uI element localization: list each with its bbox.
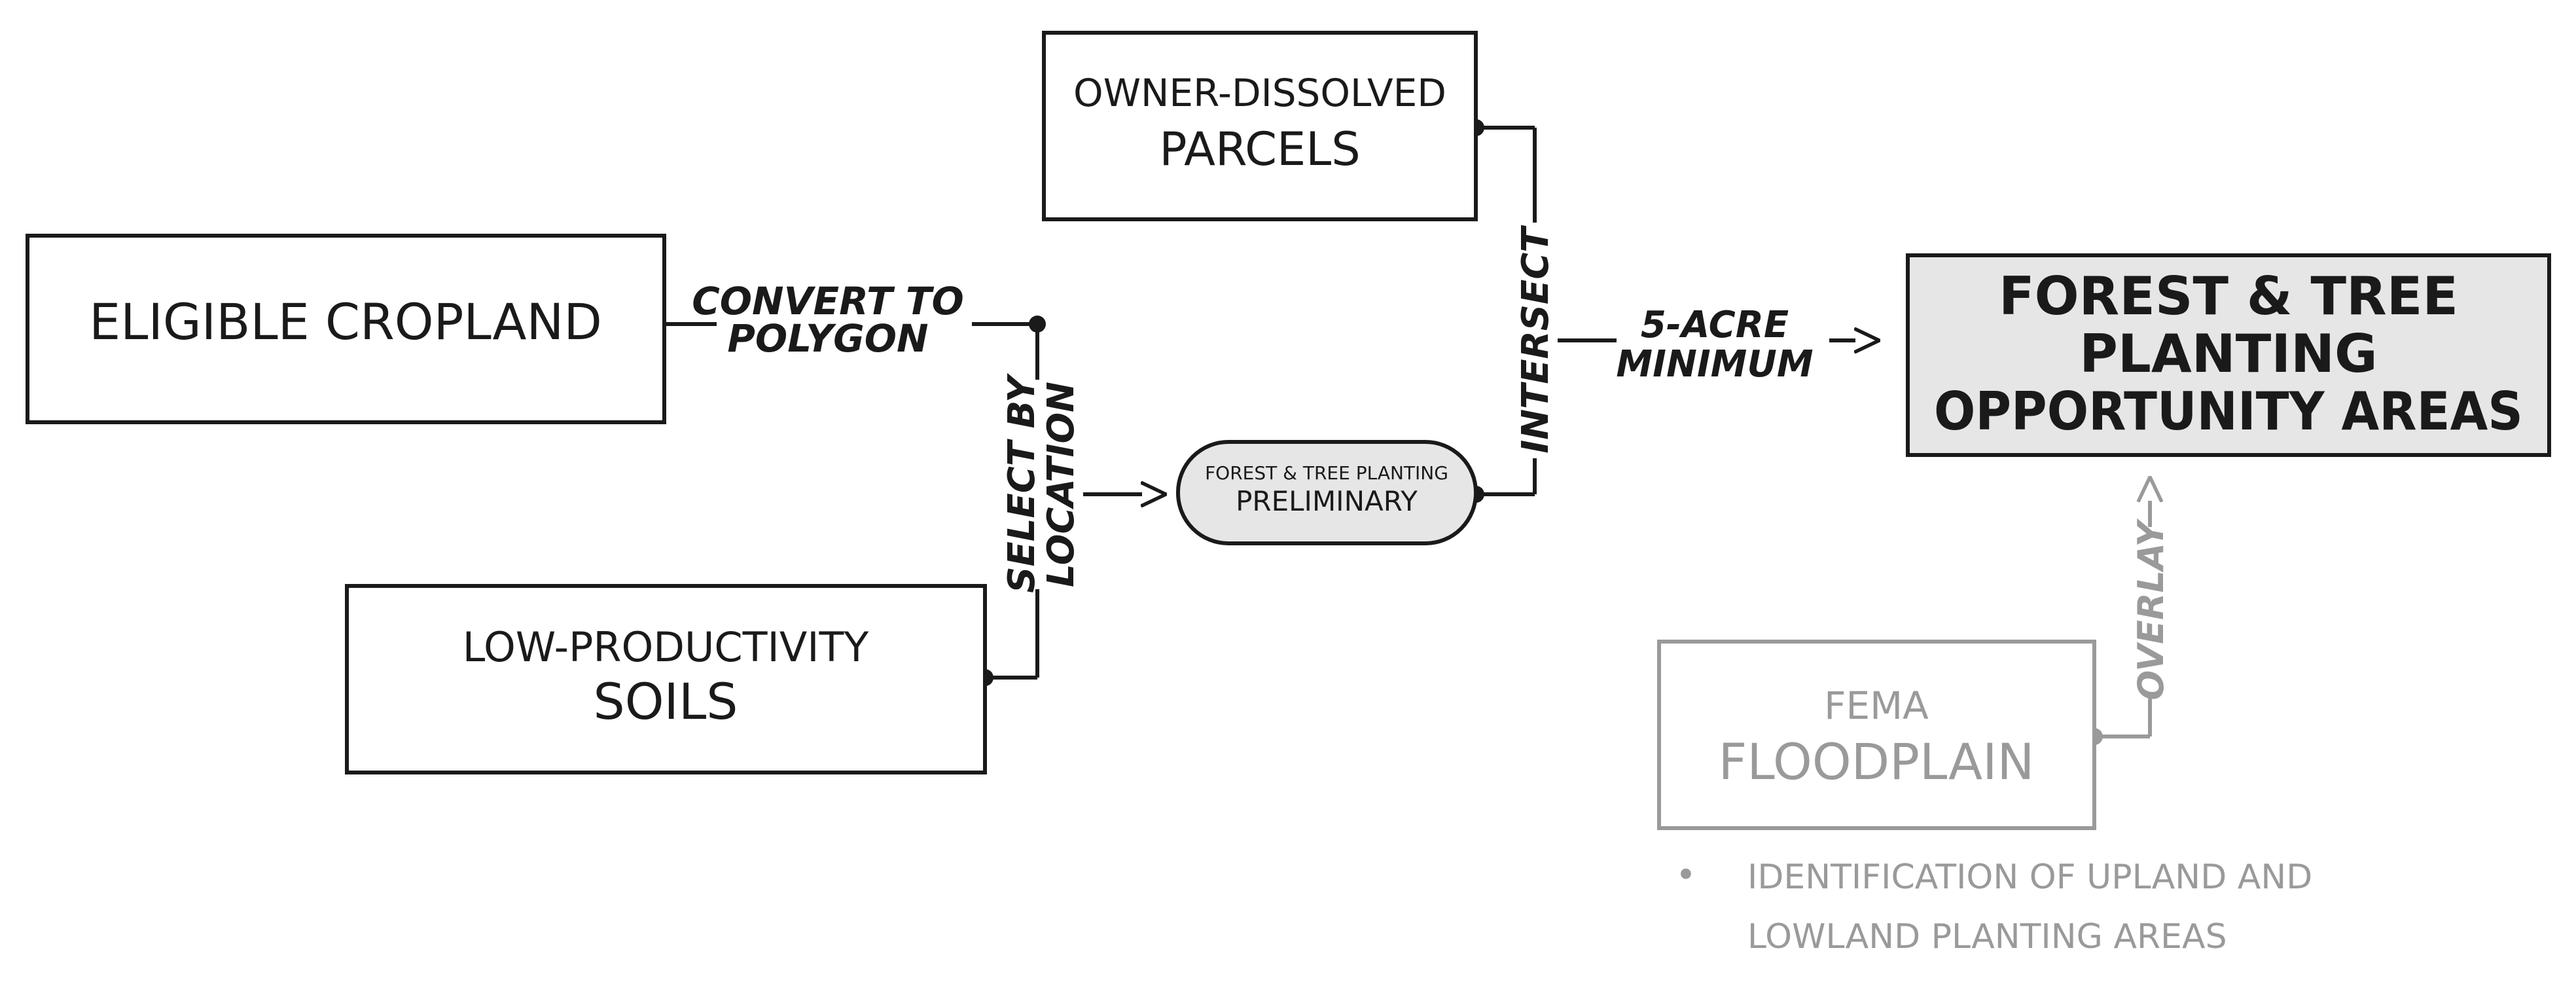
node-output: FOREST & TREE PLANTING OPPORTUNITY AREAS: [1906, 253, 2551, 457]
soils-label-line1: LOW-PRODUCTIVITY: [463, 623, 869, 671]
node-fema-floodplain: FEMA FLOODPLAIN: [1657, 640, 2096, 830]
node-eligible-cropland: ELIGIBLE CROPLAND: [26, 234, 666, 424]
preliminary-label-line2: PRELIMINARY: [1236, 485, 1418, 517]
preliminary-label-line1: FOREST & TREE PLANTING: [1205, 462, 1448, 484]
note-line2: LOWLAND PLANTING AREAS: [1747, 917, 2227, 956]
junction-dot: [1029, 316, 1046, 333]
output-label-line3: OPPORTUNITY AREAS: [1934, 381, 2523, 442]
operation-convert: CONVERT TO POLYGON: [692, 279, 964, 361]
note-line1: IDENTIFICATION OF UPLAND AND: [1747, 858, 2312, 897]
intersect-label: INTERSECT: [1514, 225, 1557, 454]
select-label-line2: LOCATION: [1040, 382, 1082, 587]
soils-label-line2: SOILS: [593, 672, 738, 731]
select-label-line1: SELECT BY: [1001, 373, 1043, 593]
notes: • IDENTIFICATION OF UPLAND AND LOWLAND P…: [1675, 854, 2312, 956]
operation-minimum: 5-ACRE MINIMUM: [1616, 304, 1813, 386]
operation-overlay: OVERLAY: [2130, 518, 2172, 700]
fema-label-line1: FEMA: [1824, 683, 1929, 728]
output-label-line2: PLANTING: [2079, 323, 2377, 384]
parcels-label-line2: PARCELS: [1159, 122, 1360, 176]
convert-label-line2: POLYGON: [727, 316, 928, 361]
output-label-line1: FOREST & TREE: [1999, 266, 2458, 327]
minimum-label-line1: 5-ACRE: [1641, 304, 1789, 346]
overlay-connectors: [2094, 501, 2150, 738]
parcels-label-line1: OWNER-DISSOLVED: [1073, 71, 1446, 115]
node-low-productivity-soils: LOW-PRODUCTIVITY SOILS: [345, 584, 987, 774]
convert-label-line1: CONVERT TO: [692, 279, 964, 323]
note-bullet: •: [1675, 854, 1696, 896]
operation-select-by-location: SELECT BY LOCATION: [1001, 373, 1082, 593]
operation-intersect: INTERSECT: [1514, 225, 1557, 454]
eligible-cropland-label: ELIGIBLE CROPLAND: [89, 293, 602, 351]
connectors: [664, 126, 1855, 680]
node-preliminary: FOREST & TREE PLANTING PRELIMINARY: [1176, 440, 1478, 545]
overlay-label: OVERLAY: [2130, 518, 2172, 700]
node-owner-dissolved-parcels: OWNER-DISSOLVED PARCELS: [1042, 31, 1478, 221]
fema-label-line2: FLOODPLAIN: [1719, 733, 2035, 791]
minimum-label-line2: MINIMUM: [1616, 343, 1813, 386]
